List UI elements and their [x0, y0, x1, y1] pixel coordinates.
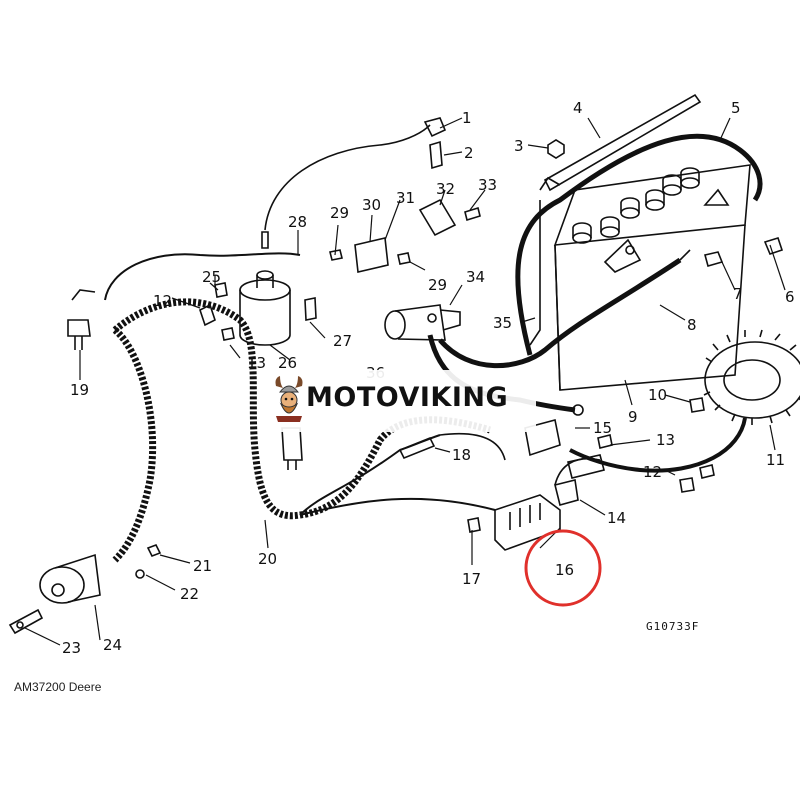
callout-23: 23 [62, 639, 81, 657]
inline-fuse-holder [398, 436, 436, 460]
callout-27: 27 [333, 332, 352, 350]
callout-leader-lines [24, 117, 786, 646]
callout-20: 20 [258, 550, 277, 568]
negative-battery-cable [438, 249, 691, 369]
callout-1: 1 [462, 109, 472, 127]
callout-28: 28 [288, 213, 307, 231]
hardware-fasteners [135, 139, 784, 579]
callout-9: 9 [628, 408, 638, 426]
positive-battery-cable [515, 133, 763, 356]
callout-19: 19 [70, 381, 89, 399]
starter-solenoid [384, 304, 461, 341]
battery [553, 164, 751, 391]
callout-18: 18 [452, 446, 471, 464]
viking-helmet-logo [275, 376, 303, 422]
callout-24: 24 [103, 636, 122, 654]
callout-5: 5 [731, 99, 741, 117]
callout-12-right: 12 [643, 463, 662, 481]
spark-plug-wire [261, 117, 447, 249]
highlight-circle [524, 529, 602, 607]
callout-16: 16 [555, 561, 574, 579]
callout-3: 3 [514, 137, 524, 155]
ignition-switch [8, 553, 101, 635]
callout-7: 7 [733, 285, 743, 303]
part-caption: AM37200 Deere [14, 680, 102, 694]
callout-13-left: 13 [247, 354, 266, 372]
callout-31: 31 [396, 189, 415, 207]
callout-4: 4 [573, 99, 583, 117]
voltage-regulator [494, 479, 579, 551]
battery-hold-down-bar [529, 93, 702, 346]
alternator-stator [569, 329, 800, 473]
callout-15: 15 [593, 419, 612, 437]
callout-17: 17 [462, 570, 481, 588]
callout-12-left: 12 [153, 292, 172, 310]
watermark-text: MOTOVIKING [306, 382, 509, 413]
callout-26: 26 [278, 354, 297, 372]
callout-35: 35 [493, 314, 512, 332]
callout-34: 34 [466, 268, 485, 286]
oil-pressure-switch [67, 289, 96, 350]
callout-13-right: 13 [656, 431, 675, 449]
watermark-background [268, 370, 536, 432]
drawing-number: G10733F [646, 620, 699, 633]
callout-2: 2 [464, 144, 474, 162]
callout-33: 33 [478, 176, 497, 194]
callout-25: 25 [202, 268, 221, 286]
callout-30: 30 [362, 196, 381, 214]
callout-labels: 1 2 3 4 5 6 7 8 9 10 11 12 12 13 13 14 1… [62, 99, 795, 657]
callout-8: 8 [687, 316, 697, 334]
callout-10: 10 [648, 386, 667, 404]
ignition-coil [239, 270, 291, 346]
callout-21: 21 [193, 557, 212, 575]
callout-11: 11 [766, 451, 785, 469]
callout-14: 14 [607, 509, 626, 527]
callout-32: 32 [436, 180, 455, 198]
callout-22: 22 [180, 585, 199, 603]
temperature-sender [281, 427, 303, 470]
callout-29-left: 29 [330, 204, 349, 222]
callout-29-right: 29 [428, 276, 447, 294]
callout-6: 6 [785, 288, 795, 306]
